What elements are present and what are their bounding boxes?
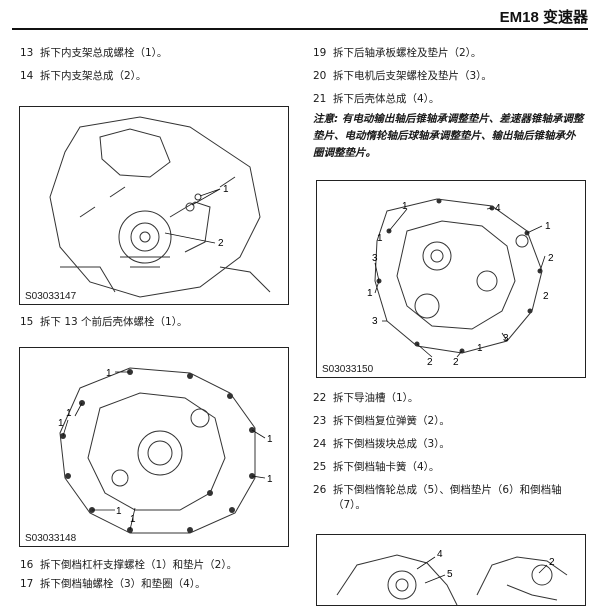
step-text: 拆下内支架总成（2）。 [40, 70, 147, 82]
step-21: 21 拆下后壳体总成（4）。 [313, 92, 439, 107]
step-26: 26 拆下倒档惰轮总成（5）、倒档垫片（6）和倒档轴（7）。 [313, 483, 563, 513]
step-16: 16 拆下倒档杠杆支撑螺栓（1）和垫片（2）。 [20, 558, 237, 573]
step-15: 15 拆下 13 个前后壳体螺栓（1）。 [20, 315, 187, 330]
callout-label: 2 [543, 291, 549, 302]
figure-reverse-idler: 4 5 2 [316, 534, 586, 606]
step-number: 15 [20, 316, 34, 328]
callout-label: 1 [267, 474, 273, 485]
step-number: 14 [20, 70, 34, 82]
step-25: 25 拆下倒档轴卡簧（4）。 [313, 460, 439, 475]
step-text: 拆下内支架总成螺栓（1）。 [40, 47, 168, 59]
figure-id: S03033150 [320, 364, 376, 375]
callout-label: 1 [130, 514, 136, 525]
callout-label: 4 [437, 549, 443, 560]
figure-s03033148: 1 1 1 1 1 1 1 S03033148 [19, 347, 289, 547]
callout-label: 1 [106, 368, 112, 379]
callout-label: 3 [372, 253, 378, 264]
step-19: 19 拆下后轴承板螺栓及垫片（2）。 [313, 46, 481, 61]
step-23: 23 拆下倒档复位弹簧（2）。 [313, 414, 450, 429]
step-13: 13 拆下内支架总成螺栓（1）。 [20, 46, 167, 61]
callout-label: 2 [549, 557, 555, 568]
callout-label: 3 [372, 316, 378, 327]
callout-label: 3 [503, 333, 509, 344]
step-number: 13 [20, 47, 34, 59]
step-text: 拆下倒档拨块总成（3）。 [333, 438, 450, 450]
step-14: 14 拆下内支架总成（2）。 [20, 69, 146, 84]
step-text: 拆下倒档惰轮总成（5）、倒档垫片（6）和倒档轴（7）。 [333, 484, 562, 511]
callout-label: 1 [477, 343, 483, 354]
step-text: 拆下倒档轴卡簧（4）。 [333, 461, 440, 473]
caution-note: 注意: 有电动输出轴后锥轴承调整垫片、差速器锥轴承调整垫片、电动惰轮轴后球轴承调… [313, 113, 584, 159]
step-20: 20 拆下电机后支架螺栓及垫片（3）。 [313, 69, 492, 84]
callout-label: 1 [545, 221, 551, 232]
callout-label: 1 [402, 201, 408, 212]
callout-label: 4 [495, 203, 501, 214]
mount-bracket-illustration: 1 2 [49, 116, 271, 298]
step-text: 拆下导油槽（1）。 [333, 392, 419, 404]
callout-label: 5 [447, 569, 453, 580]
step-text: 拆下倒档复位弹簧（2）。 [333, 415, 450, 427]
step-number: 23 [313, 415, 327, 427]
step-number: 16 [20, 559, 34, 571]
callout-label: 1 [367, 288, 373, 299]
step-number: 22 [313, 392, 327, 404]
step-17: 17 拆下倒档轴螺栓（3）和垫圈（4）。 [20, 577, 206, 592]
step-22: 22 拆下导油槽（1）。 [313, 391, 418, 406]
callout-label: 1 [377, 233, 383, 244]
callout-label: 2 [218, 238, 224, 249]
step-text: 拆下后轴承板螺栓及垫片（2）。 [333, 47, 482, 59]
step-number: 19 [313, 47, 327, 59]
callout-label: 1 [267, 434, 273, 445]
callout-label: 2 [453, 357, 459, 368]
callout-label: 1 [116, 506, 122, 517]
figure-id: S03033148 [23, 533, 79, 544]
step-text: 拆下电机后支架螺栓及垫片（3）。 [333, 70, 492, 82]
callout-label: 1 [58, 418, 64, 429]
page-header-title: EM18 变速器 [499, 9, 588, 26]
callout-label: 1 [66, 408, 72, 419]
callout-label: 1 [223, 184, 229, 195]
rear-housing-illustration: 1 4 1 2 3 1 1 3 2 2 1 3 2 [367, 198, 554, 368]
step-number: 26 [313, 484, 327, 496]
header-divider [12, 28, 588, 30]
figure-s03033147: 1 2 S03033147 [19, 106, 289, 305]
step-number: 25 [313, 461, 327, 473]
step-text: 拆下后壳体总成（4）。 [333, 93, 440, 105]
housing-bolts-illustration: 1 1 1 1 1 1 1 [58, 367, 273, 534]
step-number: 17 [20, 578, 34, 590]
step-24: 24 拆下倒档拨块总成（3）。 [313, 437, 450, 452]
figure-s03033150: 1 4 1 2 3 1 1 3 2 2 1 3 2 S03033150 [316, 180, 586, 378]
step-number: 21 [313, 93, 327, 105]
step-number: 20 [313, 70, 327, 82]
step-number: 24 [313, 438, 327, 450]
reverse-idler-illustration: 4 5 2 [336, 549, 568, 605]
callout-label: 2 [427, 357, 433, 368]
step-text: 拆下倒档杠杆支撑螺栓（1）和垫片（2）。 [40, 559, 238, 571]
figure-id: S03033147 [23, 291, 79, 302]
step-text: 拆下 13 个前后壳体螺栓（1）。 [40, 316, 188, 328]
callout-label: 2 [548, 253, 554, 264]
step-text: 拆下倒档轴螺栓（3）和垫圈（4）。 [40, 578, 206, 590]
